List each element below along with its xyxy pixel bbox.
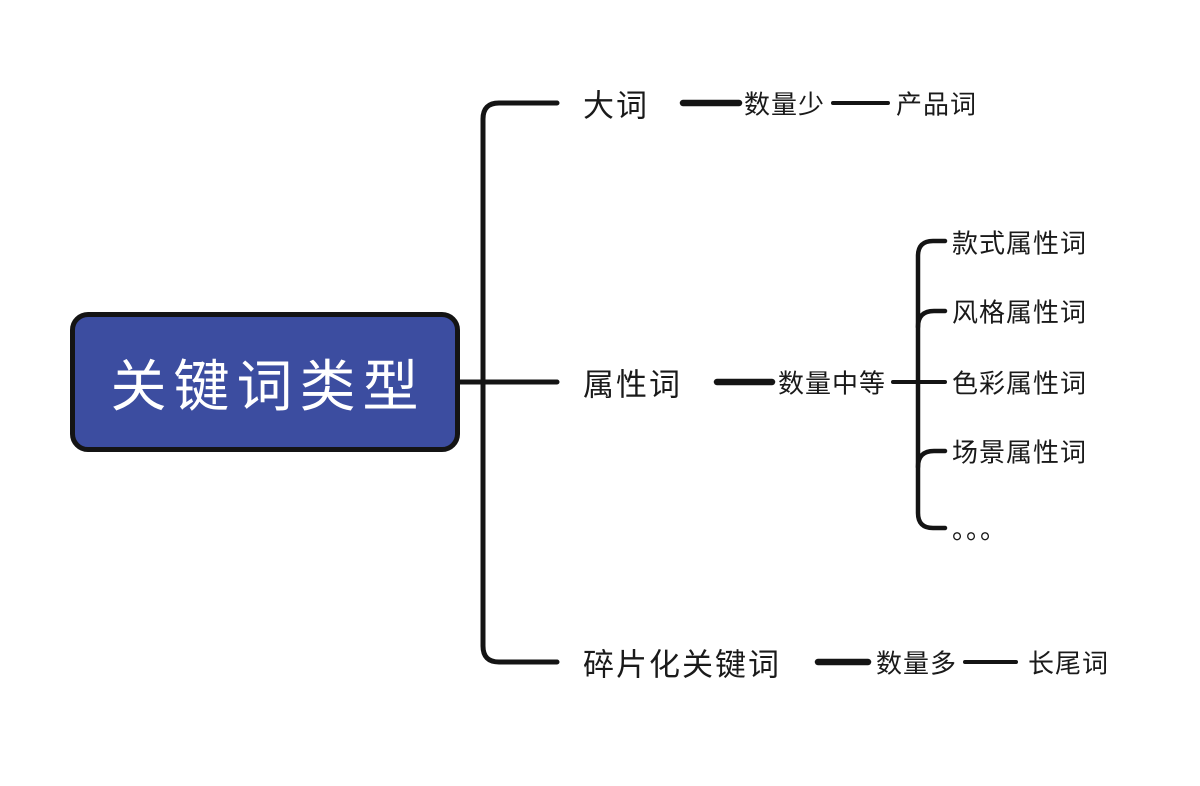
child-style-attribute-words[interactable]: 风格属性词 [952,297,1088,328]
root-node-label: 关键词类型 [110,354,426,418]
node-attribute-words[interactable]: 属性词 [583,367,682,403]
child-scene-attribute-words[interactable]: 场景属性词 [952,437,1088,468]
node-quantity-medium[interactable]: 数量中等 [778,368,887,399]
root-node[interactable]: 关键词类型 [70,312,460,452]
child4-hook-line [915,448,948,470]
node-long-tail-words[interactable]: 长尾词 [1028,648,1110,679]
node-quantity-many[interactable]: 数量多 [876,648,958,679]
node-fragmented-keywords[interactable]: 碎片化关键词 [583,647,781,683]
node-product-words[interactable]: 产品词 [896,89,978,120]
sub-trunk-line [915,238,948,531]
child-color-attribute-words[interactable]: 色彩属性词 [952,368,1088,399]
child-design-attribute-words[interactable]: 款式属性词 [952,228,1088,259]
main-trunk-line [480,100,560,665]
node-quantity-few[interactable]: 数量少 [744,89,826,120]
child-ellipsis[interactable]: 。。。 [952,514,1008,545]
node-big-words[interactable]: 大词 [583,88,649,124]
child2-hook-line [915,308,948,330]
